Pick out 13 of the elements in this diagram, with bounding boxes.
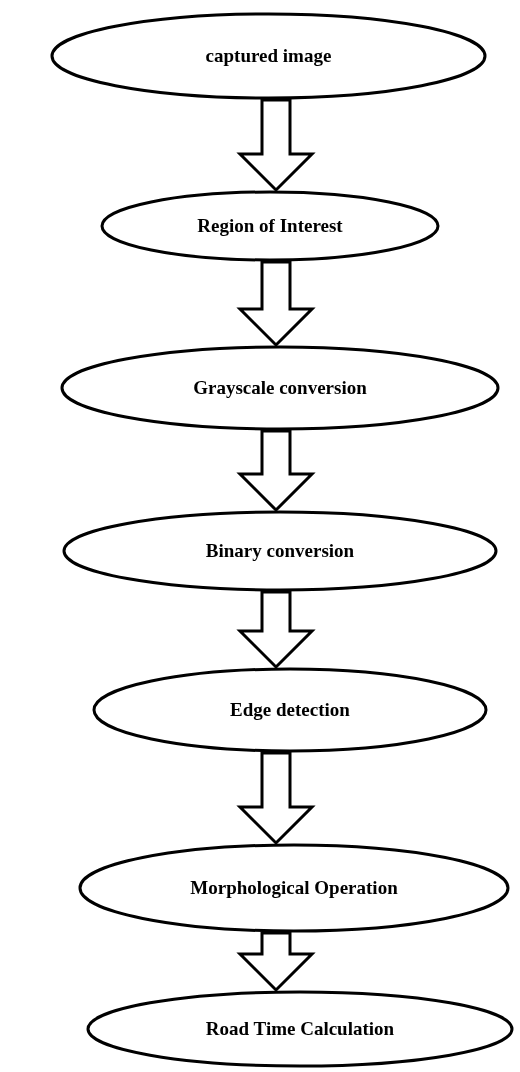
step-label: Region of Interest (197, 215, 343, 237)
step-label: Edge detection (230, 699, 350, 721)
block-arrow (236, 98, 316, 193)
block-arrow (236, 751, 316, 846)
step-label: Morphological Operation (190, 877, 398, 899)
step-label: captured image (205, 45, 332, 67)
block-arrow (236, 590, 316, 670)
step-label: Road Time Calculation (205, 1018, 395, 1040)
step-label: Binary conversion (205, 540, 355, 562)
block-arrow (236, 429, 316, 513)
step-label: Grayscale conversion (193, 377, 367, 399)
block-arrow (236, 931, 316, 993)
block-arrow (236, 260, 316, 348)
